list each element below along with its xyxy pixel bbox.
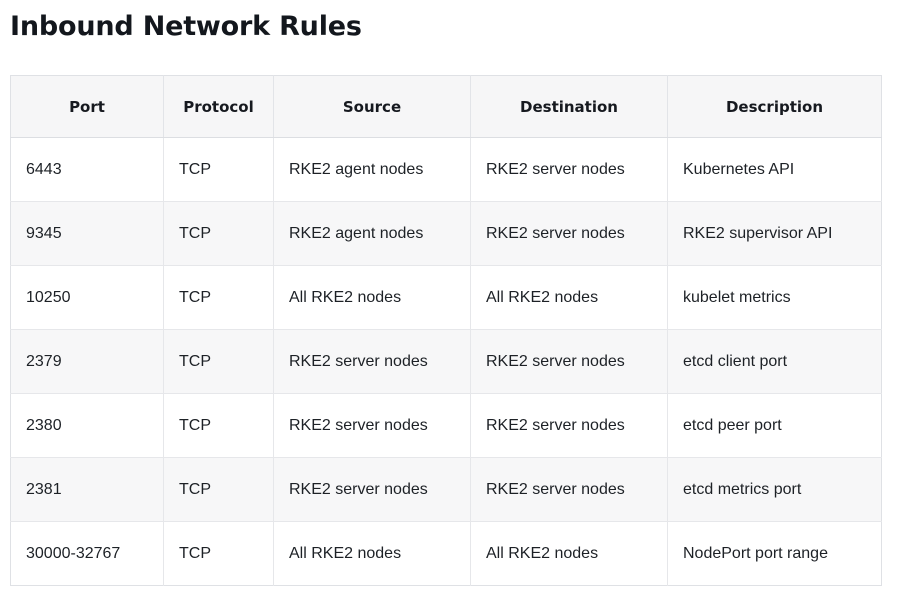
cell-destination: RKE2 server nodes bbox=[470, 329, 668, 394]
cell-port: 2380 bbox=[10, 393, 164, 458]
cell-port: 9345 bbox=[10, 201, 164, 266]
cell-protocol: TCP bbox=[163, 393, 274, 458]
cell-destination: RKE2 server nodes bbox=[470, 393, 668, 458]
cell-source: RKE2 server nodes bbox=[273, 457, 471, 522]
cell-description: etcd metrics port bbox=[667, 457, 882, 522]
cell-source: RKE2 agent nodes bbox=[273, 137, 471, 202]
cell-description: kubelet metrics bbox=[667, 265, 882, 330]
cell-source: RKE2 agent nodes bbox=[273, 201, 471, 266]
cell-protocol: TCP bbox=[163, 137, 274, 202]
cell-description: etcd client port bbox=[667, 329, 882, 394]
column-header-port: Port bbox=[10, 75, 164, 138]
cell-port: 2381 bbox=[10, 457, 164, 522]
cell-description: Kubernetes API bbox=[667, 137, 882, 202]
column-header-destination: Destination bbox=[470, 75, 668, 138]
cell-protocol: TCP bbox=[163, 265, 274, 330]
column-header-description: Description bbox=[667, 75, 882, 138]
cell-source: RKE2 server nodes bbox=[273, 393, 471, 458]
cell-protocol: TCP bbox=[163, 201, 274, 266]
page-title: Inbound Network Rules bbox=[10, 11, 362, 42]
cell-destination: RKE2 server nodes bbox=[470, 137, 668, 202]
column-header-source: Source bbox=[273, 75, 471, 138]
cell-port: 30000-32767 bbox=[10, 521, 164, 586]
cell-source: All RKE2 nodes bbox=[273, 521, 471, 586]
cell-destination: RKE2 server nodes bbox=[470, 457, 668, 522]
cell-port: 2379 bbox=[10, 329, 164, 394]
cell-protocol: TCP bbox=[163, 329, 274, 394]
cell-source: RKE2 server nodes bbox=[273, 329, 471, 394]
cell-destination: All RKE2 nodes bbox=[470, 265, 668, 330]
cell-port: 6443 bbox=[10, 137, 164, 202]
cell-description: NodePort port range bbox=[683, 544, 828, 562]
cell-destination: RKE2 server nodes bbox=[470, 201, 668, 266]
column-header-protocol: Protocol bbox=[163, 75, 274, 138]
cell-protocol: TCP bbox=[163, 457, 274, 522]
cell-port: 10250 bbox=[10, 265, 164, 330]
cell-description: RKE2 supervisor API bbox=[667, 201, 882, 266]
cell-protocol: TCP bbox=[163, 521, 274, 586]
cell-description: etcd peer port bbox=[667, 393, 882, 458]
cell-source: All RKE2 nodes bbox=[273, 265, 471, 330]
cell-destination: All RKE2 nodes bbox=[470, 521, 668, 586]
